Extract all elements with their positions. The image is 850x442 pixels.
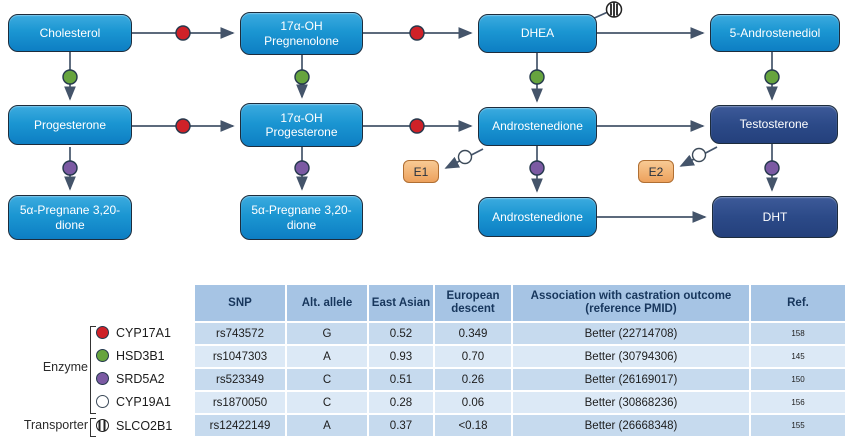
association-cell: Better (26668348) bbox=[511, 413, 751, 438]
east-asian-cell: 0.28 bbox=[367, 390, 435, 415]
cyp19a1-dot-icon bbox=[457, 149, 473, 165]
ref-cell: 145 bbox=[749, 344, 847, 369]
node-17a-oh-pregnenolone: 17α-OH Pregnenolone bbox=[240, 12, 363, 55]
node-androstenedione-2: Androstenedione bbox=[478, 197, 597, 237]
pathway-diagram: Cholesterol 17α-OH Pregnenolone DHEA 5-A… bbox=[8, 1, 840, 240]
european-cell: 0.349 bbox=[433, 321, 513, 346]
ref-cell: 156 bbox=[749, 390, 847, 415]
hsd3b1-dot-icon bbox=[62, 69, 78, 85]
cyp17a1-dot-icon bbox=[175, 118, 191, 134]
table-row: rs12422149 A 0.37 <0.18 Better (26668348… bbox=[193, 413, 847, 438]
hsd3b1-marker-icon bbox=[96, 349, 109, 362]
legend-row-hsd3b1: HSD3B1 bbox=[96, 344, 192, 367]
european-cell: 0.26 bbox=[433, 367, 513, 392]
srd5a2-dot-icon bbox=[62, 160, 78, 176]
association-cell: Better (22714708) bbox=[511, 321, 751, 346]
cyp17a1-dot-icon bbox=[409, 118, 425, 134]
association-cell: Better (26169017) bbox=[511, 367, 751, 392]
alt-allele-cell: A bbox=[285, 413, 369, 438]
cyp17a1-dot-icon bbox=[175, 25, 191, 41]
legend-row-cyp17a1: CYP17A1 bbox=[96, 321, 192, 344]
node-5a-pregnane-dione: 5α-Pregnane 3,20-dione bbox=[8, 195, 132, 240]
srd5a2-dot-icon bbox=[529, 160, 545, 176]
legend-row-cyp19a1: CYP19A1 bbox=[96, 390, 192, 413]
east-asian-cell: 0.52 bbox=[367, 321, 435, 346]
enzyme-bracket bbox=[90, 326, 96, 414]
alt-allele-cell: C bbox=[285, 367, 369, 392]
association-cell: Better (30794306) bbox=[511, 344, 751, 369]
gene-label: HSD3B1 bbox=[116, 348, 165, 363]
srd5a2-marker-icon bbox=[96, 372, 109, 385]
srd5a2-dot-icon bbox=[764, 160, 780, 176]
node-cholesterol: Cholesterol bbox=[8, 14, 132, 52]
srd5a2-dot-icon bbox=[294, 160, 310, 176]
alt-allele-cell: C bbox=[285, 390, 369, 415]
european-cell: <0.18 bbox=[433, 413, 513, 438]
node-5a-pregnane-dione: 5α-Pregnane 3,20-dione bbox=[240, 195, 363, 240]
node-17a-oh-progesterone: 17α-OH Progesterone bbox=[240, 103, 363, 147]
node-dhea: DHEA bbox=[478, 14, 597, 53]
node-androstenedione: Androstenedione bbox=[478, 107, 597, 146]
legend-row-slco2b1: SLCO2B1 bbox=[96, 414, 192, 437]
ref-cell: 150 bbox=[749, 367, 847, 392]
legend-row-srd5a2: SRD5A2 bbox=[96, 367, 192, 390]
hsd3b1-dot-icon bbox=[764, 69, 780, 85]
snp-cell: rs1870050 bbox=[193, 390, 287, 415]
east-asian-cell: 0.51 bbox=[367, 367, 435, 392]
pathway-arrows bbox=[64, 10, 778, 223]
node-e2-estradiol: E2 bbox=[638, 160, 674, 183]
gene-label: SRD5A2 bbox=[116, 371, 165, 386]
ref-cell: 158 bbox=[749, 321, 847, 346]
slco2b1-marker-icon bbox=[96, 419, 109, 432]
header-alt-allele: Alt. allele bbox=[285, 283, 369, 323]
european-cell: 0.70 bbox=[433, 344, 513, 369]
header-european-descent: European descent bbox=[433, 283, 513, 323]
european-cell: 0.06 bbox=[433, 390, 513, 415]
association-cell: Better (30868236) bbox=[511, 390, 751, 415]
table-header-row: SNP Alt. allele East Asian European desc… bbox=[193, 283, 847, 323]
east-asian-cell: 0.37 bbox=[367, 413, 435, 438]
alt-allele-cell: G bbox=[285, 321, 369, 346]
enzyme-category-label: Enzyme bbox=[42, 360, 88, 374]
snp-cell: rs1047303 bbox=[193, 344, 287, 369]
header-east-asian: East Asian bbox=[367, 283, 435, 323]
snp-association-table: SNP Alt. allele East Asian European desc… bbox=[193, 283, 847, 438]
cyp19a1-dot-icon bbox=[691, 147, 707, 163]
enzyme-marker-dots bbox=[62, 25, 780, 176]
node-testosterone: Testosterone bbox=[710, 105, 838, 144]
table-row: rs1870050 C 0.28 0.06 Better (30868236) … bbox=[193, 390, 847, 415]
alt-allele-cell: A bbox=[285, 344, 369, 369]
node-5-androstenediol: 5-Androstenediol bbox=[710, 14, 840, 52]
node-e1-estrone: E1 bbox=[403, 160, 439, 183]
cyp19a1-marker-icon bbox=[96, 395, 109, 408]
node-progesterone: Progesterone bbox=[8, 105, 132, 145]
table-row: rs1047303 A 0.93 0.70 Better (30794306) … bbox=[193, 344, 847, 369]
snp-cell: rs12422149 bbox=[193, 413, 287, 438]
transporter-bracket bbox=[90, 418, 96, 437]
gene-label: CYP19A1 bbox=[116, 394, 171, 409]
cyp17a1-marker-icon bbox=[96, 326, 109, 339]
snp-cell: rs523349 bbox=[193, 367, 287, 392]
header-ref: Ref. bbox=[749, 283, 847, 323]
east-asian-cell: 0.93 bbox=[367, 344, 435, 369]
ref-cell: 155 bbox=[749, 413, 847, 438]
snp-cell: rs743572 bbox=[193, 321, 287, 346]
header-snp: SNP bbox=[193, 283, 287, 323]
cyp17a1-dot-icon bbox=[409, 25, 425, 41]
gene-label: CYP17A1 bbox=[116, 325, 171, 340]
table-row: rs523349 C 0.51 0.26 Better (26169017) 1… bbox=[193, 367, 847, 392]
pathway-connectors-layer bbox=[62, 1, 780, 223]
node-dht: DHT bbox=[712, 196, 838, 238]
table-row: rs743572 G 0.52 0.349 Better (22714708) … bbox=[193, 321, 847, 346]
transporter-category-label: Transporter bbox=[23, 418, 88, 432]
hsd3b1-dot-icon bbox=[529, 69, 545, 85]
header-association: Association with castration outcome (ref… bbox=[511, 283, 751, 323]
hsd3b1-dot-icon bbox=[294, 69, 310, 85]
gene-label: SLCO2B1 bbox=[116, 418, 173, 433]
